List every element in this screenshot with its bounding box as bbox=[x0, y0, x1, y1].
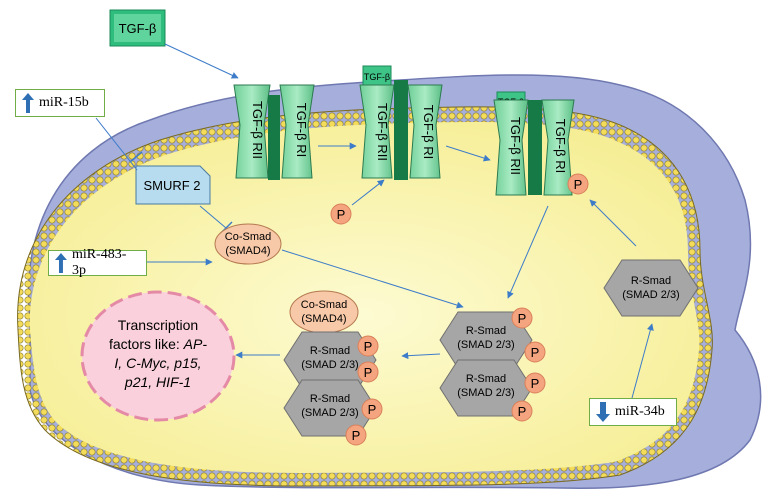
receptor-complex-2: TGF-β TGF-β RII TGF-β RI bbox=[359, 65, 443, 180]
arrow-ligand-to-receptor bbox=[164, 43, 239, 79]
mir-483-label: miR-483-3p bbox=[71, 247, 127, 278]
svg-text:(SMAD4): (SMAD4) bbox=[225, 245, 270, 257]
inhibition-smurf2-to-cosmad bbox=[199, 205, 227, 229]
r-smad-pair-2: R-Smad (SMAD 2/3) bbox=[439, 359, 533, 417]
svg-text:P: P bbox=[364, 339, 373, 354]
svg-text:(SMAD 2/3): (SMAD 2/3) bbox=[301, 407, 358, 419]
receptor2-ri-label: TGF-β RI bbox=[421, 105, 436, 159]
receptor1-ri-label: TGF-β RI bbox=[294, 103, 309, 157]
mir-15b-label: miR-15b bbox=[39, 95, 89, 110]
mir-34b-box: miR-34b bbox=[589, 398, 677, 426]
phosphates-complex: P P P P bbox=[345, 335, 383, 446]
svg-text:P: P bbox=[368, 402, 377, 417]
svg-text:P: P bbox=[518, 311, 527, 326]
svg-text:p21, HIF-1: p21, HIF-1 bbox=[124, 374, 191, 390]
svg-text:R-Smad: R-Smad bbox=[631, 275, 671, 287]
receptor3-rii-label: TGF-β RII bbox=[508, 117, 523, 175]
mir-15b-box: miR-15b bbox=[15, 89, 105, 117]
arrow-rsmad-to-receptor bbox=[589, 199, 637, 247]
phosphates-pair: P P P P bbox=[511, 307, 546, 422]
svg-text:R-Smad: R-Smad bbox=[466, 373, 506, 385]
svg-text:Co-Smad: Co-Smad bbox=[301, 299, 347, 311]
svg-text:R-Smad: R-Smad bbox=[310, 345, 350, 357]
ligand-label: TGF-β bbox=[119, 21, 157, 36]
phosphate-free: P bbox=[330, 203, 352, 225]
phosphate-receptor3: P bbox=[567, 173, 589, 195]
svg-text:P: P bbox=[364, 365, 373, 380]
svg-text:P: P bbox=[531, 376, 540, 391]
svg-text:factors like: AP-: factors like: AP- bbox=[109, 336, 207, 352]
svg-text:I, C-Myc, p15,: I, C-Myc, p15, bbox=[114, 355, 201, 371]
mir15b-inhibition-bar bbox=[129, 151, 143, 163]
r-smad-complex-2: R-Smad (SMAD 2/3) bbox=[283, 379, 377, 437]
receptor2-rii-label: TGF-β RII bbox=[375, 103, 390, 161]
arrow-rsmad-pair-to-complex bbox=[401, 352, 441, 360]
svg-text:(SMAD 2/3): (SMAD 2/3) bbox=[457, 339, 514, 351]
smurf2-box: SMURF 2 bbox=[135, 165, 211, 205]
svg-text:(SMAD 2/3): (SMAD 2/3) bbox=[457, 387, 514, 399]
arrow-cosmad-to-rsmad bbox=[281, 249, 464, 309]
svg-text:(SMAD4): (SMAD4) bbox=[301, 313, 346, 325]
mir-483-box: miR-483-3p bbox=[48, 247, 147, 278]
tgf-beta-ligand-box: TGF-β bbox=[109, 9, 166, 47]
svg-text:P: P bbox=[531, 345, 540, 360]
bound-ligand-2-label: TGF-β bbox=[364, 72, 390, 82]
arrow-mir34b-to-rsmad bbox=[631, 323, 654, 399]
smurf2-label: SMURF 2 bbox=[143, 178, 200, 193]
receptor-complex-1: TGF-β RII TGF-β RI bbox=[233, 84, 315, 180]
arrow-phosphate-to-complex2 bbox=[351, 179, 385, 206]
arrow-complex2-to-complex3 bbox=[445, 145, 491, 162]
r-smad-pair-1: R-Smad (SMAD 2/3) bbox=[439, 311, 533, 369]
svg-text:P: P bbox=[352, 428, 361, 443]
arrow-receptor-to-rsmad bbox=[507, 205, 549, 299]
svg-text:P: P bbox=[574, 177, 583, 192]
svg-text:Transcription: Transcription bbox=[118, 317, 198, 333]
co-smad-complex: Co-Smad (SMAD4) bbox=[289, 290, 359, 334]
up-arrow-icon bbox=[22, 93, 34, 113]
receptor3-ri-label: TGF-β RI bbox=[553, 119, 568, 173]
svg-text:R-Smad: R-Smad bbox=[466, 325, 506, 337]
transcription-factors-nucleus: Transcription factors like: AP- I, C-Myc… bbox=[80, 290, 236, 422]
receptor-complex-3: TGF-β TGF-β RII TGF-β RI bbox=[493, 91, 575, 196]
up-arrow-icon bbox=[55, 253, 67, 273]
svg-text:P: P bbox=[518, 404, 527, 419]
svg-text:(SMAD 2/3): (SMAD 2/3) bbox=[301, 359, 358, 371]
svg-text:(SMAD 2/3): (SMAD 2/3) bbox=[622, 289, 679, 301]
down-arrow-icon bbox=[596, 402, 610, 422]
svg-text:Co-Smad: Co-Smad bbox=[225, 231, 271, 243]
svg-text:R-Smad: R-Smad bbox=[310, 393, 350, 405]
mir-34b-label: miR-34b bbox=[615, 404, 665, 419]
receptor1-rii-label: TGF-β RII bbox=[250, 101, 265, 159]
svg-text:P: P bbox=[337, 207, 346, 222]
r-smad-right: R-Smad (SMAD 2/3) bbox=[603, 259, 699, 317]
co-smad-free: Co-Smad (SMAD4) bbox=[214, 223, 282, 265]
